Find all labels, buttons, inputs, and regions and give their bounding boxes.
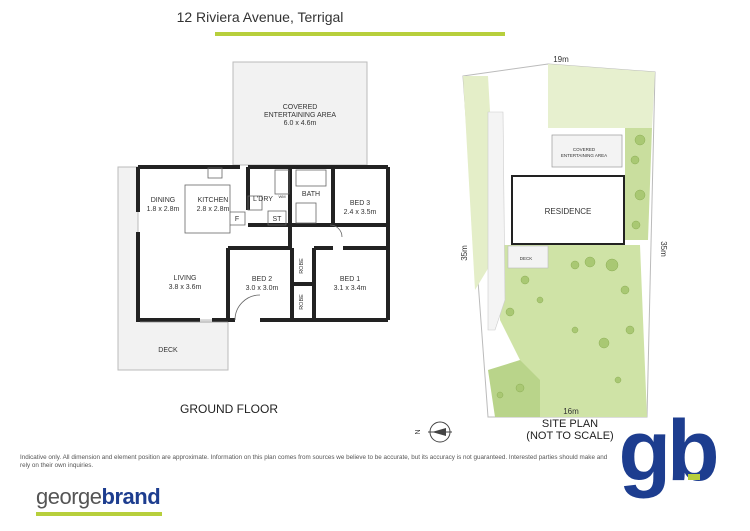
- brand-logo: georgebrand: [36, 484, 161, 510]
- brand-part1: george: [36, 484, 102, 509]
- site-plan: 19m 35m 35m 16m COVERED ENTERTAINING ARE…: [460, 55, 668, 418]
- side-garden: [625, 128, 652, 240]
- brand-underline: [36, 512, 162, 516]
- driveway: [487, 111, 506, 331]
- deck-label: DECK: [158, 347, 178, 354]
- laundry-label: L'DRY: [253, 196, 273, 203]
- dining-label: DINING: [151, 197, 176, 204]
- gb-logo: gb: [618, 403, 720, 499]
- title-underline: [215, 32, 505, 36]
- living-label: LIVING: [174, 275, 197, 282]
- robe-label-1: ROBE: [299, 258, 305, 274]
- site-residence: [511, 175, 625, 245]
- site-plan-heading: SITE PLAN (NOT TO SCALE): [520, 418, 620, 442]
- disclaimer-text: Indicative only. All dimension and eleme…: [20, 454, 608, 469]
- site-covered-label-1: COVERED: [573, 147, 596, 152]
- site-covered-label-2: ENTERTAINING AREA: [561, 153, 607, 158]
- dim-bottom: 16m: [563, 407, 579, 416]
- bed3-label: BED 3: [350, 200, 370, 207]
- store-label: ST: [273, 216, 283, 223]
- site-deck: [507, 245, 549, 269]
- covered-dims: 6.0 x 4.6m: [284, 120, 317, 127]
- covered-label-2: ENTERTAINING AREA: [264, 112, 336, 119]
- living-dims: 3.8 x 3.6m: [169, 284, 202, 291]
- site-deck-label: DECK: [520, 256, 533, 261]
- dim-right: 35m: [659, 241, 668, 257]
- kitchen-dims: 2.8 x 2.8m: [197, 206, 230, 213]
- bed2-dims: 3.0 x 3.0m: [246, 285, 279, 292]
- logo-letters: gb: [618, 403, 716, 499]
- site-plan-heading-line2: (NOT TO SCALE): [526, 430, 614, 442]
- dim-left: 35m: [460, 245, 469, 261]
- dim-top: 19m: [553, 55, 569, 64]
- dining-dims: 1.8 x 2.8m: [147, 206, 180, 213]
- compass-label: N: [415, 429, 422, 434]
- floor-plan: COVERED ENTERTAINING AREA 6.0 x 4.6m DIN…: [117, 61, 390, 371]
- ground-floor-heading: GROUND FLOOR: [180, 402, 279, 416]
- site-residence-label: RESIDENCE: [545, 207, 592, 216]
- bed3-dims: 2.4 x 3.5m: [344, 209, 377, 216]
- bed2-label: BED 2: [252, 276, 272, 283]
- page-title: 12 Riviera Avenue, Terrigal: [176, 9, 344, 25]
- fridge-label: F: [235, 216, 239, 223]
- bed1-dims: 3.1 x 3.4m: [334, 285, 367, 292]
- brand-part2: brand: [101, 484, 161, 509]
- bed1-label: BED 1: [340, 276, 360, 283]
- covered-label-1: COVERED: [283, 104, 318, 111]
- wm-label: WM: [278, 194, 285, 199]
- robe-label-2: ROBE: [299, 294, 305, 310]
- site-covered-area: [551, 134, 623, 168]
- site-plan-heading-line1: SITE PLAN: [541, 418, 599, 430]
- rear-lawn: [548, 64, 655, 128]
- garden-bed: [488, 360, 540, 417]
- shrubs: [496, 134, 646, 399]
- kitchen-label: KITCHEN: [198, 197, 229, 204]
- covered-entertaining-area: [232, 61, 368, 166]
- compass-icon: [428, 421, 452, 443]
- bath-label: BATH: [302, 191, 320, 198]
